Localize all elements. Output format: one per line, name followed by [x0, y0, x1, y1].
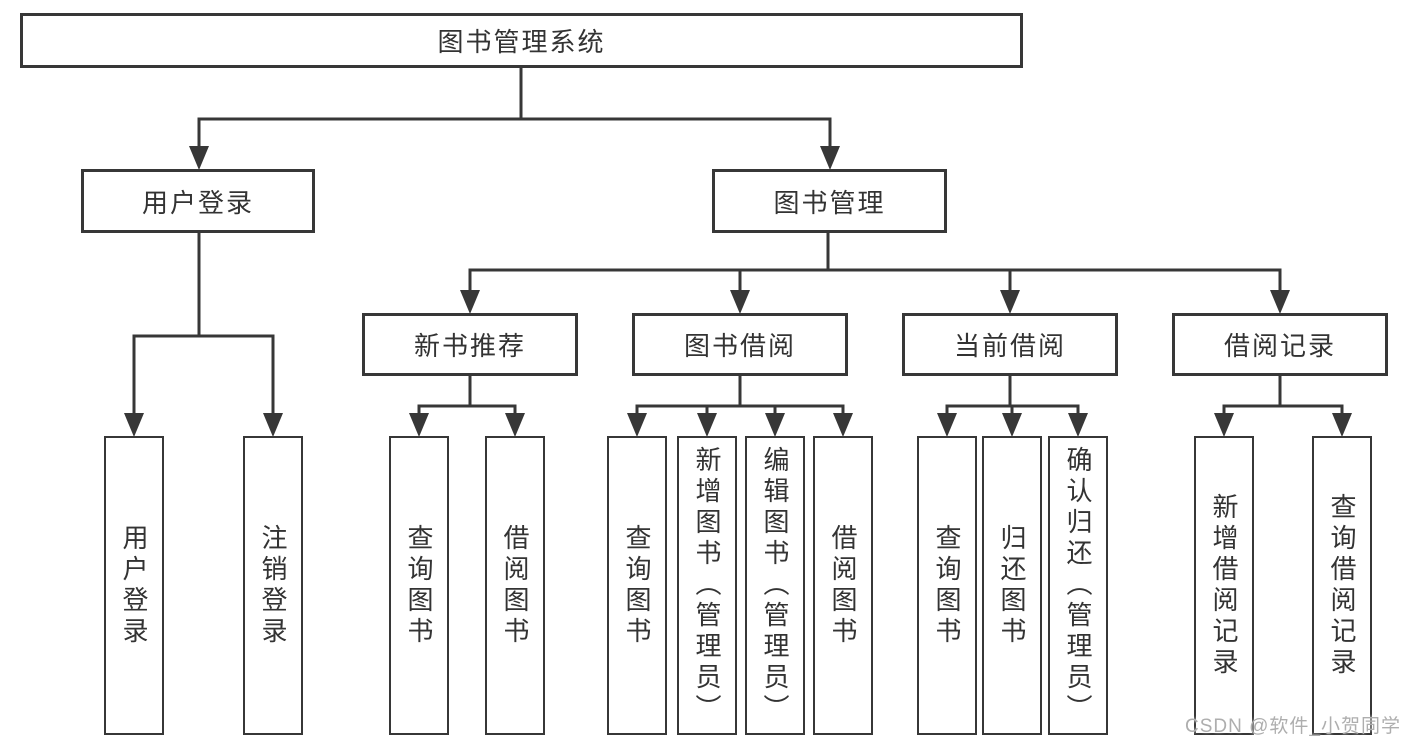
node-leaf-query-books-recommend: 查询图书 [389, 436, 449, 735]
csdn-watermark: CSDN @软件_小贺同学 [1185, 716, 1401, 737]
arrow-down-icon [505, 413, 525, 437]
node-leaf-logout-label: 注销登录 [258, 523, 288, 648]
node-leaf-query-borrow-record: 查询借阅记录 [1312, 436, 1372, 735]
arrow-down-icon [263, 413, 283, 437]
arrow-down-icon [409, 413, 429, 437]
node-book-borrowing: 图书借阅 [632, 313, 848, 376]
node-leaf-add-book-admin: 新增图书（管理员） [677, 436, 737, 735]
node-leaf-edit-book-admin: 编辑图书（管理员） [745, 436, 805, 735]
node-leaf-add-borrow-record-label: 新增借阅记录 [1209, 492, 1239, 679]
node-leaf-query-books-recommend-label: 查询图书 [404, 523, 434, 648]
node-leaf-query-books-current-label: 查询图书 [932, 523, 962, 648]
node-borrowing-records: 借阅记录 [1172, 313, 1388, 376]
node-leaf-return-books-label: 归还图书 [997, 523, 1027, 648]
arrow-down-icon [460, 290, 480, 314]
node-leaf-confirm-return-admin-label: 确认归还（管理员） [1063, 446, 1093, 725]
node-leaf-return-books: 归还图书 [982, 436, 1042, 735]
arrow-down-icon [937, 413, 957, 437]
node-new-book-recommendation: 新书推荐 [362, 313, 578, 376]
arrow-down-icon [1068, 413, 1088, 437]
node-leaf-borrow-books-recommend-label: 借阅图书 [500, 523, 530, 648]
node-leaf-edit-book-admin-label: 编辑图书（管理员） [760, 446, 790, 725]
node-leaf-add-borrow-record: 新增借阅记录 [1194, 436, 1254, 735]
node-leaf-query-books-borrowing: 查询图书 [607, 436, 667, 735]
arrow-down-icon [124, 413, 144, 437]
node-leaf-add-book-admin-label: 新增图书（管理员） [692, 446, 722, 725]
node-user-login: 用户登录 [81, 169, 315, 233]
connector-line [132, 68, 1344, 416]
arrow-down-icon [730, 290, 750, 314]
arrow-down-icon [1002, 413, 1022, 437]
node-leaf-user-login-label: 用户登录 [119, 523, 149, 648]
node-leaf-borrow-books: 借阅图书 [813, 436, 873, 735]
arrow-down-icon [697, 413, 717, 437]
node-leaf-query-books-borrowing-label: 查询图书 [622, 523, 652, 648]
node-leaf-query-borrow-record-label: 查询借阅记录 [1327, 492, 1357, 679]
arrow-down-icon [627, 413, 647, 437]
arrow-down-icon [189, 146, 209, 170]
node-leaf-query-books-current: 查询图书 [917, 436, 977, 735]
node-book-management: 图书管理 [712, 169, 947, 233]
arrow-down-icon [1270, 290, 1290, 314]
node-leaf-borrow-books-label: 借阅图书 [828, 523, 858, 648]
node-current-borrowing: 当前借阅 [902, 313, 1118, 376]
arrow-down-icon [765, 413, 785, 437]
arrow-down-icon [820, 146, 840, 170]
arrow-down-icon [833, 413, 853, 437]
node-leaf-logout: 注销登录 [243, 436, 303, 735]
arrow-down-icon [1214, 413, 1234, 437]
node-leaf-confirm-return-admin: 确认归还（管理员） [1048, 436, 1108, 735]
arrow-down-icon [1000, 290, 1020, 314]
node-leaf-user-login: 用户登录 [104, 436, 164, 735]
arrow-down-icon [1332, 413, 1352, 437]
node-root: 图书管理系统 [20, 13, 1023, 68]
node-leaf-borrow-books-recommend: 借阅图书 [485, 436, 545, 735]
